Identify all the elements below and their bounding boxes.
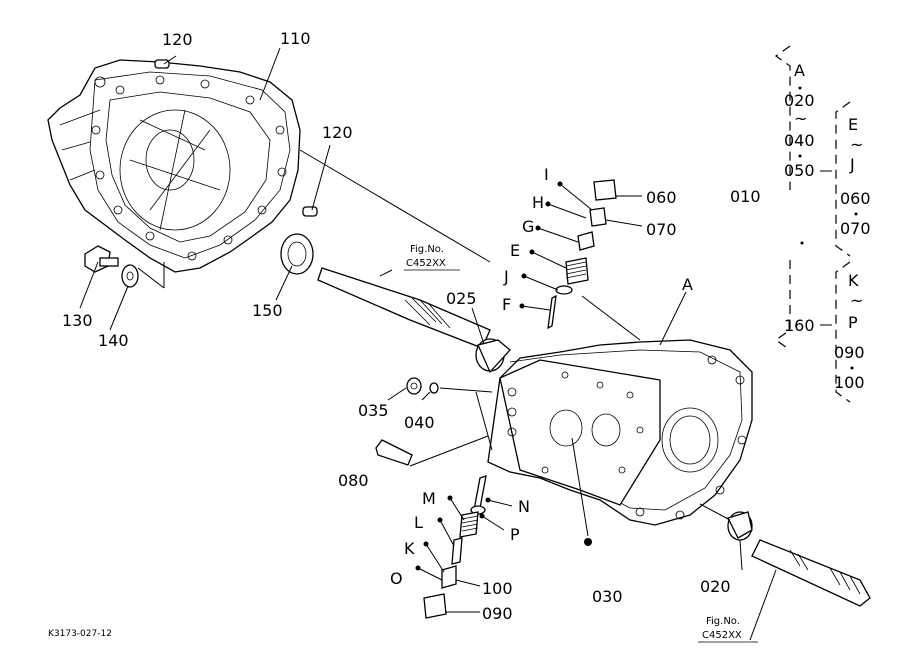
valve-stack-upper: [547, 179, 617, 330]
leader-dots: [415, 181, 563, 571]
callout-A: A: [682, 275, 693, 294]
legend-item-tilde-2: ~: [850, 135, 863, 154]
callout-E: E: [510, 241, 520, 260]
assembly-legend: 010 A 020 ~ 040 050 160 E ~ J 060 070 K …: [730, 45, 871, 403]
shaft-upper: [317, 267, 491, 349]
plug-035: [406, 377, 422, 395]
needle-bearing-025: [475, 338, 511, 374]
svg-text:Fig.No.: Fig.No.: [706, 616, 740, 627]
legend-item-J: J: [849, 155, 855, 174]
bolt-080: [375, 439, 413, 466]
callout-labels: 120 110 120 130 140 150 025 035 040 080 …: [62, 29, 731, 623]
washer-140: [121, 264, 139, 288]
callout-130: 130: [62, 311, 93, 330]
callout-J: J: [503, 267, 509, 286]
callout-025: 025: [446, 289, 477, 308]
callout-070: 070: [646, 220, 677, 239]
legend-item-020: 020: [784, 91, 815, 110]
callout-140: 140: [98, 331, 129, 350]
legend-item-060: 060: [840, 189, 871, 208]
legend-assembly-010: 010: [730, 187, 761, 206]
callout-120-right: 120: [322, 123, 353, 142]
callout-H: H: [532, 193, 544, 212]
legend-item-E: E: [848, 115, 858, 134]
main-case-A: [487, 339, 753, 526]
svg-text:C452XX: C452XX: [406, 258, 446, 269]
bolt-130: [84, 245, 119, 273]
callout-040: 040: [404, 413, 435, 432]
callout-080: 080: [338, 471, 369, 490]
callout-035: 035: [358, 401, 389, 420]
legend-item-K: K: [848, 271, 859, 290]
valve-stack-lower: [423, 475, 487, 619]
svg-text:Fig.No.: Fig.No.: [410, 244, 444, 255]
legend-item-160: 160: [784, 316, 815, 335]
legend-item-A: A: [794, 61, 805, 80]
legend-item-070: 070: [840, 219, 871, 238]
leader-lines: [79, 47, 777, 641]
fig-ref-top[interactable]: Fig.No. C452XX: [404, 244, 460, 271]
callout-K: K: [404, 539, 415, 558]
callout-G: G: [522, 217, 534, 236]
callout-110: 110: [280, 29, 311, 48]
callout-150: 150: [252, 301, 283, 320]
legend-item-100: 100: [834, 373, 865, 392]
diagram-code: K3173-027-12: [48, 629, 112, 639]
svg-text:C452XX: C452XX: [702, 630, 742, 641]
callout-O: O: [390, 569, 403, 588]
shaft-lower: [751, 539, 871, 607]
legend-item-040: 040: [784, 131, 815, 150]
bushing-020: [727, 511, 753, 541]
callout-F: F: [502, 295, 511, 314]
transmission-case-110: [47, 59, 301, 273]
callout-020: 020: [700, 577, 731, 596]
callout-060: 060: [646, 188, 677, 207]
bearing-150: [280, 233, 314, 275]
legend-item-tilde-3: ~: [850, 291, 863, 310]
ball-030: [584, 538, 592, 546]
callout-L: L: [414, 513, 423, 532]
callout-M: M: [422, 489, 436, 508]
pin-120-top: [154, 59, 170, 69]
callout-I: I: [544, 165, 549, 184]
legend-item-090: 090: [834, 343, 865, 362]
callout-P: P: [510, 525, 520, 544]
fig-ref-bottom[interactable]: Fig.No. C452XX: [698, 616, 758, 643]
callout-090: 090: [482, 604, 513, 623]
callout-120-top: 120: [162, 30, 193, 49]
callout-N: N: [518, 497, 530, 516]
pin-120-right: [302, 206, 318, 217]
callout-030: 030: [592, 587, 623, 606]
legend-item-tilde-1: ~: [794, 109, 807, 128]
legend-item-050: 050: [784, 161, 815, 180]
o-ring-040: [429, 382, 439, 394]
callout-100: 100: [482, 579, 513, 598]
legend-item-P: P: [848, 313, 858, 332]
